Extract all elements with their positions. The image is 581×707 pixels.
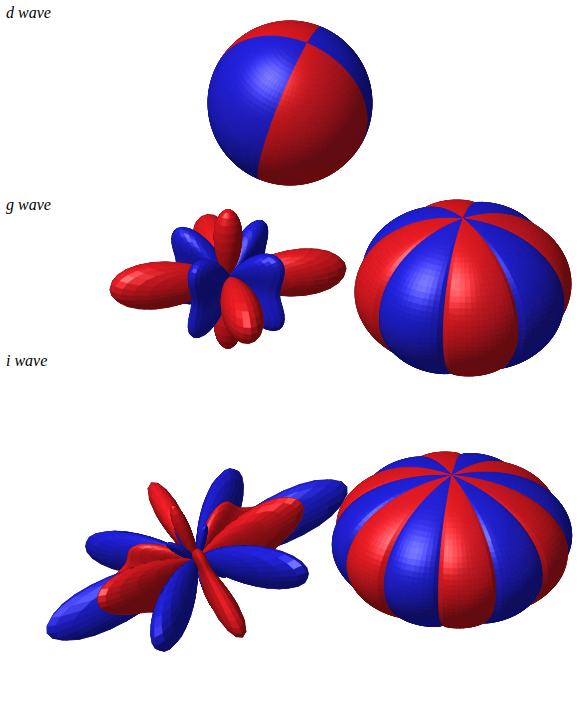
- d-wave-sphere: [208, 21, 372, 185]
